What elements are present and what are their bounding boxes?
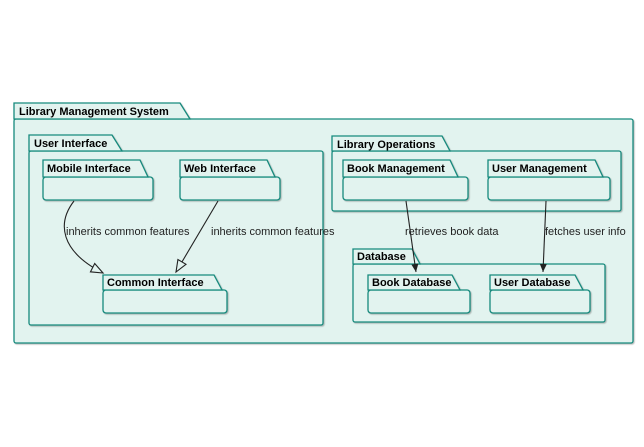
edge-label-inherits-2: inherits common features	[211, 226, 335, 238]
package-title: User Database	[494, 277, 570, 289]
package-tab	[13, 102, 192, 120]
edge-label-fetches-user-info: fetches user info	[545, 226, 626, 238]
package-body	[367, 289, 471, 314]
package-body	[487, 176, 611, 201]
package-title: Book Management	[347, 163, 445, 175]
package-body	[179, 176, 281, 201]
package-body	[102, 289, 228, 314]
edge-label-retrieves-book-data: retrieves book data	[405, 226, 499, 238]
package-mobile-interface: Mobile Interface	[42, 159, 154, 201]
package-body	[42, 176, 154, 201]
edge-user-management-to-user-database	[539, 200, 547, 273]
package-tab	[28, 134, 124, 152]
package-body	[489, 289, 591, 314]
package-tab	[487, 159, 605, 178]
package-tab	[331, 135, 452, 152]
package-book-database: Book Database	[367, 274, 471, 314]
package-title: Common Interface	[107, 277, 204, 289]
package-user-management: User Management	[487, 159, 611, 201]
package-tab	[367, 274, 462, 291]
package-title: Mobile Interface	[47, 163, 131, 175]
package-user-database: User Database	[489, 274, 591, 314]
edge-book-management-to-book-database	[405, 200, 419, 273]
package-tab	[102, 274, 224, 291]
package-title: User Management	[492, 163, 587, 175]
package-common-interface: Common Interface	[102, 274, 228, 314]
package-book-management: Book Management	[342, 159, 469, 201]
package-title: User Interface	[34, 138, 107, 150]
edge-label-inherits-1: inherits common features	[66, 226, 190, 238]
package-web-interface: Web Interface	[179, 159, 281, 201]
package-title: Library Operations	[337, 139, 435, 151]
package-tab	[179, 159, 277, 178]
package-body	[342, 176, 469, 201]
package-title: Database	[357, 251, 406, 263]
package-tab	[352, 248, 422, 265]
edge-mobile-to-common	[63, 200, 105, 274]
package-tab	[489, 274, 585, 291]
edge-web-to-common	[175, 200, 219, 274]
package-title: Library Management System	[19, 106, 169, 118]
package-title: Book Database	[372, 277, 451, 289]
package-title: Web Interface	[184, 163, 256, 175]
package-tab	[42, 159, 150, 178]
edges: inherits common features inherits common…	[63, 200, 626, 274]
package-tab	[342, 159, 460, 178]
